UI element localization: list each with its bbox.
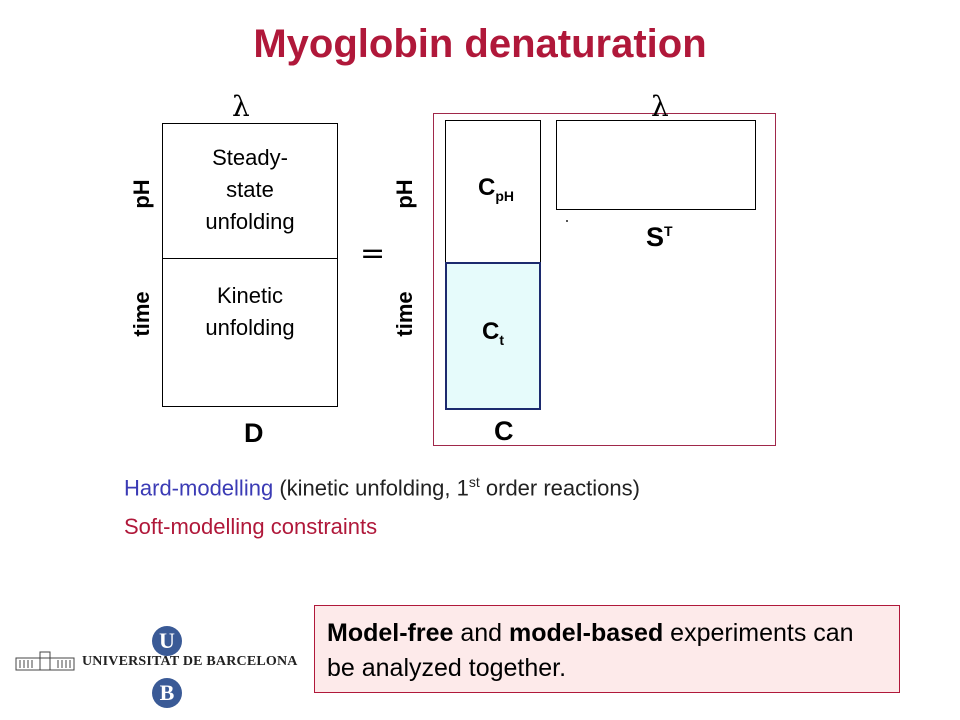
hard-modelling-label: Hard-modelling xyxy=(124,475,274,501)
hard-modelling-line: Hard-modelling (kinetic unfolding, 1st o… xyxy=(124,474,640,501)
matrix-c-label: C xyxy=(494,416,514,446)
right-ph-label: pH xyxy=(392,179,417,209)
decomposition-frame xyxy=(433,113,776,446)
dot-mark xyxy=(566,220,568,222)
left-time-label: time xyxy=(129,291,154,337)
matrix-c-ph xyxy=(445,120,541,264)
st-label: ST xyxy=(646,222,673,252)
summary-note: Model-free and model-based experiments c… xyxy=(314,605,900,693)
left-lambda-label: λ xyxy=(232,90,250,123)
c-ph-label: CpH xyxy=(478,174,515,204)
matrix-d-divider xyxy=(162,258,338,259)
logo-b-circle: B xyxy=(152,678,182,708)
left-ph-label: pH xyxy=(129,179,154,209)
slide-title: Myoglobin denaturation xyxy=(253,22,707,66)
kinetic-block-text: Kinetic unfolding xyxy=(205,283,295,340)
logo-u-circle: U xyxy=(152,626,182,656)
c-t-label: Ct xyxy=(482,318,505,348)
equals-sign: = xyxy=(360,236,386,271)
steady-state-block-text: Steady- state unfolding xyxy=(205,145,295,234)
building-emblem-icon xyxy=(14,648,76,677)
right-lambda-label: λ xyxy=(651,90,669,123)
university-name: UNIVERSITAT DE BARCELONA xyxy=(82,654,298,669)
matrix-d-label: D xyxy=(244,418,264,448)
matrix-st xyxy=(556,120,756,210)
soft-modelling-line: Soft-modelling constraints xyxy=(124,514,378,539)
right-time-label: time xyxy=(392,291,417,337)
matrix-d xyxy=(162,123,338,407)
matrix-c-t xyxy=(445,262,541,410)
